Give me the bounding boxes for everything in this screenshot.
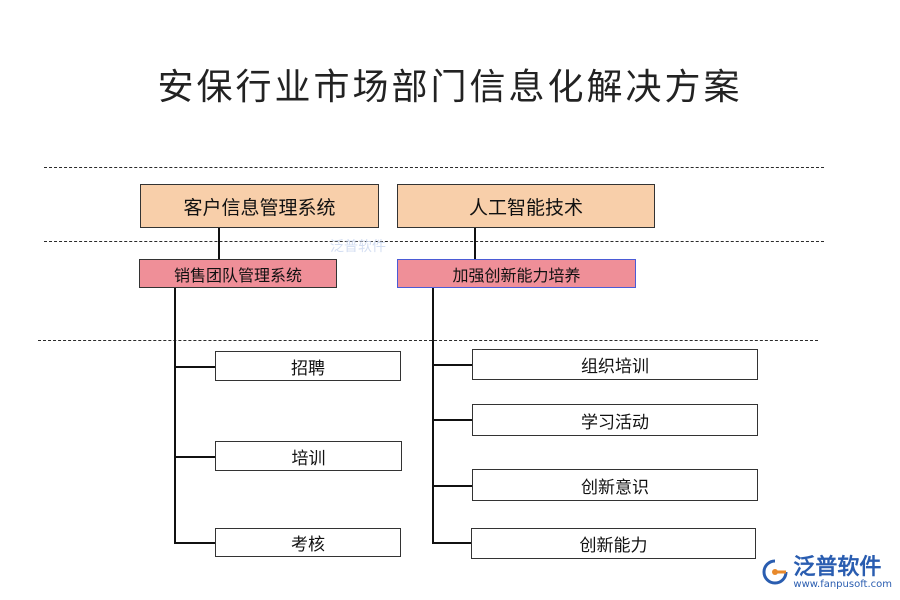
- connector: [174, 542, 215, 544]
- node-ai-technology: 人工智能技术: [397, 184, 655, 228]
- page-title: 安保行业市场部门信息化解决方案: [157, 67, 743, 108]
- node-innovation-training: 加强创新能力培养: [397, 259, 636, 288]
- connector: [432, 419, 473, 421]
- logo-name: 泛普软件: [793, 555, 882, 580]
- connector: [474, 228, 476, 260]
- leaf-organize-training: 组织培训: [472, 349, 758, 380]
- node-customer-info-system: 客户信息管理系统: [140, 184, 379, 228]
- fanpu-logo-icon: [761, 558, 789, 590]
- divider-3: [38, 340, 818, 341]
- leaf-recruit: 招聘: [215, 351, 401, 381]
- connector: [174, 456, 215, 458]
- leaf-learning-activities: 学习活动: [472, 404, 758, 436]
- leaf-assessment: 考核: [215, 528, 401, 557]
- connector: [218, 228, 220, 260]
- divider-1: [44, 167, 824, 168]
- logo-url: www.fanpusoft.com: [793, 579, 892, 590]
- connector: [432, 485, 473, 487]
- divider-2: [44, 241, 824, 242]
- node-sales-team-system: 销售团队管理系统: [139, 259, 337, 288]
- connector: [174, 288, 176, 544]
- connector: [432, 364, 473, 366]
- leaf-training: 培训: [215, 441, 402, 471]
- connector: [174, 366, 215, 368]
- connector: [432, 288, 434, 544]
- leaf-innovation-awareness: 创新意识: [472, 469, 758, 501]
- connector: [432, 542, 473, 544]
- watermark: 泛普软件: [330, 239, 386, 255]
- leaf-innovation-ability: 创新能力: [471, 528, 756, 559]
- brand-logo: 泛普软件 www.fanpusoft.com: [761, 557, 892, 590]
